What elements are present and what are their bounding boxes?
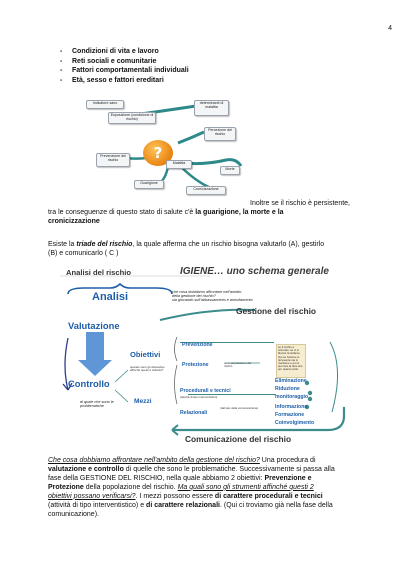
note-relazionali: (dal lato della comunicazione)	[220, 406, 259, 410]
box-cronicizzazione: Cronicizzazione	[186, 186, 226, 195]
label-protezione: Protezione	[182, 362, 209, 368]
text: . I mezzi possono essere	[135, 492, 215, 500]
list-item: Reti sociali e comunitarie	[60, 58, 189, 68]
risk-factors-list: Condizioni di vita e lavoro Reti sociali…	[60, 48, 189, 86]
box-morte: Morte	[220, 166, 240, 175]
text-underlined: obiettivi possano verificarsi?	[48, 492, 136, 500]
label-mezzi: Mezzi	[134, 398, 152, 405]
text-bold: cronicizzazione	[48, 217, 100, 225]
box-percezione: Percezione del rischio	[204, 127, 236, 141]
text: comunicazione).	[48, 510, 99, 518]
label-analisi: Analisi	[92, 291, 129, 303]
paragraph-1: tra le conseguenze di questo stato di sa…	[48, 209, 378, 227]
diagram-shapes	[60, 275, 346, 436]
note-obiettivi: quando sono gli dispositivo affinché que…	[130, 365, 165, 373]
note-protezione: della popolazione del rischio	[224, 361, 252, 369]
text: tra le conseguenze di questo stato di sa…	[48, 209, 196, 216]
box-indicatori: Indicatore sano	[86, 100, 124, 109]
label-formazione: Formazione	[275, 412, 305, 418]
text: della popolazione del rischio.	[83, 483, 178, 491]
label-eliminazione: Eliminazione	[275, 378, 307, 384]
list-item: Condizioni di vita e lavoro	[60, 48, 189, 58]
title-schema-generale: IGIENE… uno schema generale	[180, 266, 329, 277]
text: Una procedura di	[259, 457, 316, 464]
text: , la quale afferma che un rischio bisogn…	[132, 241, 325, 248]
label-relazionali: Relazionali	[180, 410, 208, 416]
paragraph-2: Esiste la triade del rischio, la quale a…	[48, 241, 378, 259]
text-bold: valutazione e controllo	[48, 465, 124, 473]
note-yellow: se il rischio è azzerato: se ci si blocc…	[276, 344, 306, 378]
text: fase della GESTIONE DEL RISCHIO, nella q…	[48, 474, 265, 482]
note-controllo: di quale che sono le problematiche	[80, 400, 114, 409]
paragraph-1-line1: Inoltre se il rischio è persistente,	[250, 200, 350, 207]
label-riduzione: Riduzione	[275, 386, 300, 392]
risk-path-diagram: Indicatore sano Esposizione (condizione …	[86, 98, 258, 200]
page-number: 4	[388, 25, 392, 32]
paragraph-3: Che cosa dobbiamo affrontare nell'ambito…	[48, 457, 378, 520]
text-underlined: Ma quali sono gli strumenti affinché que…	[177, 483, 314, 491]
note-top: che cosa dobbiamo affrontare nell'ambito…	[172, 290, 272, 303]
label-prevenzione: Prevenzione	[182, 342, 213, 348]
label-obiettivi: Obiettivi	[130, 350, 161, 359]
text: (B) e comunicarlo ( C )	[48, 249, 119, 257]
note-text: della gestione del rischio?	[172, 294, 216, 299]
list-item: Fattori comportamentali individuali	[60, 67, 189, 77]
text-emphasis: triade del rischio	[76, 241, 133, 248]
text-bold: di carattere procedurali e tecnici	[214, 492, 323, 500]
box-esposizione: Esposizione (condizione di rischio)	[108, 112, 156, 124]
label-controllo: Controllo	[68, 378, 110, 389]
box-guarigione: Guarigione	[134, 180, 164, 189]
box-malattia: Malattia	[166, 160, 192, 169]
risk-scheme-diagram: Analisi del rischio IGIENE… uno schema g…	[60, 262, 360, 457]
title-analisi-rischio: Analisi del rischio	[66, 268, 131, 277]
text-bold: la guarigione, la morte e la	[195, 209, 284, 216]
label-comunicazione-rischio: Comunicazione del rischio	[185, 434, 292, 444]
label-procedurali: Procedurali e tecnici	[180, 388, 231, 394]
note-text: che cosa dobbiamo affrontare nell'ambito	[172, 290, 242, 294]
label-valutazione: Valutazione	[68, 320, 120, 331]
box-prevenzione: Prevenzione del rischio	[96, 153, 130, 167]
text-underlined: Che cosa dobbiamo affrontare nell'ambito…	[48, 457, 260, 464]
label-monitoraggio: monitoraggio	[275, 394, 309, 400]
text: (attività di tipo interventistico) e	[48, 501, 147, 509]
note-procedurali: (attività di tipo interventistico)	[180, 395, 218, 399]
label-informazione: Informazione	[275, 404, 308, 410]
list-item: Età, sesso e fattori ereditari	[60, 77, 189, 87]
label-coinvolgimento: Coinvolgimento	[275, 420, 315, 426]
text-bold: Protezione	[48, 483, 84, 491]
text-bold: di carattere relazionali	[146, 501, 220, 509]
label-gestione-rischio: Gestione del rischio	[236, 306, 317, 316]
note-text: sia giocando sull'abbassamento e annulla…	[172, 298, 253, 303]
text: . (Qui ci troviamo già nella fase della	[219, 501, 333, 509]
text: Esiste la	[48, 241, 77, 248]
box-determinanti: determinanti di malattia	[194, 100, 229, 116]
text-bold: Prevenzione e	[264, 474, 312, 482]
text: di quelle che sono le problematiche. Suc…	[123, 465, 335, 473]
